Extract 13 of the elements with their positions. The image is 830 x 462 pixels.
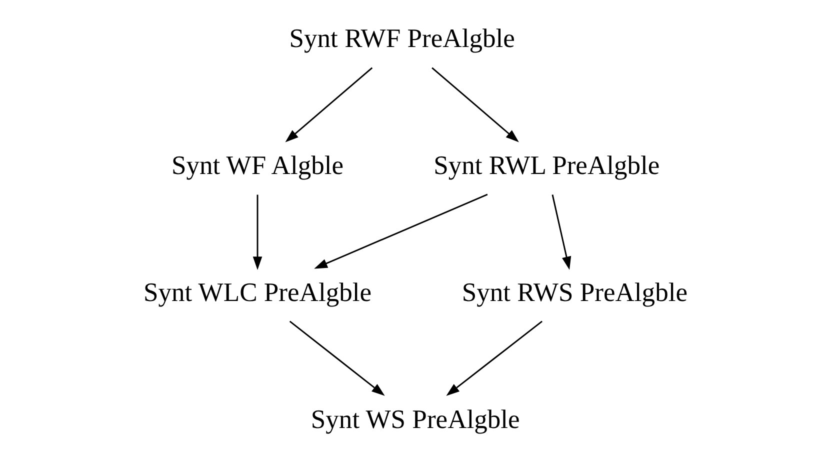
node-text: Synt WLC PreAlgble [143, 276, 372, 307]
arrow [289, 320, 385, 396]
arrow [252, 194, 262, 270]
arrow [446, 320, 543, 396]
node-text: Synt RWF PreAlgble [289, 23, 515, 54]
arrow [285, 67, 373, 142]
node-text: Synt RWS PreAlgble [462, 276, 688, 307]
arrow [432, 67, 519, 142]
node-text: Synt WS PreAlgble [310, 404, 520, 434]
arrow [552, 194, 572, 270]
arrow [314, 194, 488, 269]
node-text: Synt WF Algble [171, 150, 344, 180]
node-text: Synt RWL PreAlgble [434, 150, 660, 180]
